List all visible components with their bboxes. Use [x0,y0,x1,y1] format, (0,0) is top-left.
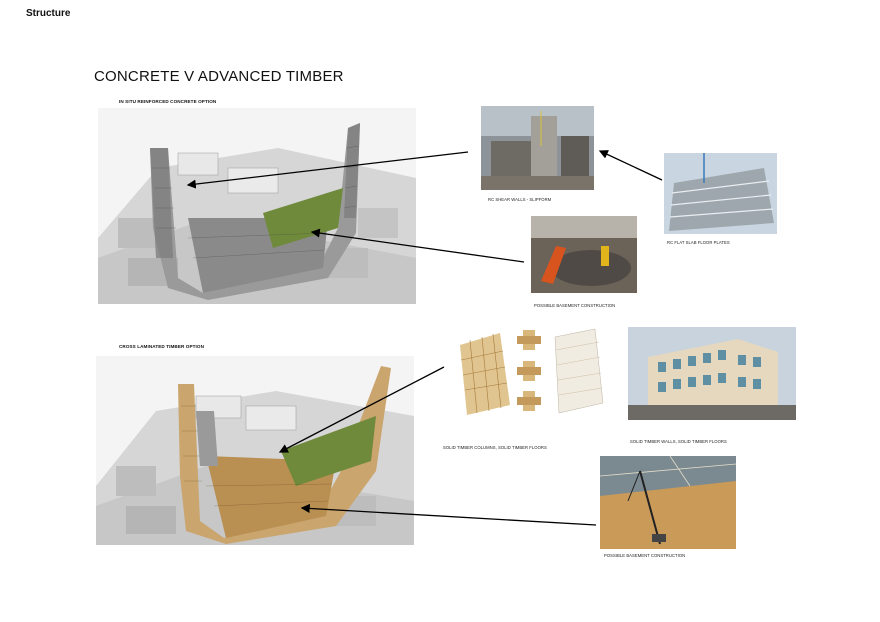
concrete-option-subtitle: IN SITU REINFORCED CONCRETE OPTION [119,99,217,104]
section-label: Structure [26,8,71,19]
timber-columns-diagram [455,325,615,420]
caption-rc-shear-walls: RC SHEAR WALLS - SLIPFORM [488,197,552,202]
caption-rc-flat-slab: RC FLAT SLAB FLOOR PLATES [667,240,730,245]
rc-flat-slab-photo [664,153,777,234]
caption-concrete-basement: POSSIBLE BASEMENT CONSTRUCTION [534,303,616,308]
page-title: CONCRETE V ADVANCED TIMBER [94,68,344,85]
timber-massing-model [96,356,414,545]
caption-timber-columns: SOLID TIMBER COLUMNS, SOLID TIMBER FLOOR… [443,445,547,450]
timber-walls-photo [628,327,796,420]
concrete-massing-model [98,108,416,304]
caption-timber-basement: POSSIBLE BASEMENT CONSTRUCTION [604,553,686,558]
timber-option-subtitle: CROSS LAMINATED TIMBER OPTION [119,344,204,349]
concrete-basement-photo [531,216,637,293]
rc-shear-walls-photo [481,106,594,190]
caption-timber-walls: SOLID TIMBER WALLS, SOLID TIMBER FLOORS [630,439,727,444]
timber-basement-render [600,456,736,549]
